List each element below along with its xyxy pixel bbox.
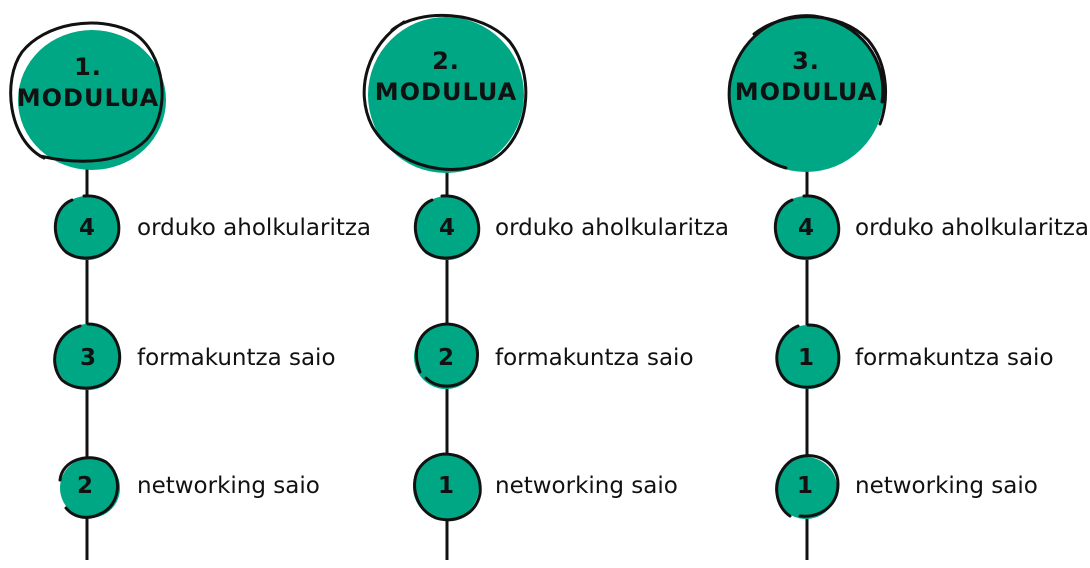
module-number: 1. (74, 53, 102, 81)
module-word: MODULUA (374, 78, 518, 106)
item-label: networking saio (855, 473, 1038, 499)
module-title: 1. MODULUA (0, 52, 178, 114)
module-title: 2. MODULUA (356, 46, 536, 108)
item-label: orduko aholkularitza (137, 215, 372, 241)
count-value: 1 (437, 473, 454, 499)
count-circle (415, 196, 479, 260)
count-circle (413, 454, 479, 520)
item-label: orduko aholkularitza (855, 215, 1090, 241)
timeline-art (727, 14, 888, 560)
module-circle (728, 16, 884, 172)
count-circle (55, 324, 121, 390)
item-label: networking saio (137, 473, 320, 499)
module-circle (18, 30, 166, 170)
module-column-2: 2. MODULUA 4 2 1 orduko aholkularitza fo… (360, 0, 729, 568)
count-circle (776, 325, 840, 389)
count-value: 4 (797, 215, 814, 241)
timeline-art (362, 13, 528, 560)
count-circle (60, 458, 120, 518)
item-label: networking saio (495, 473, 678, 499)
module-word: MODULUA (734, 78, 878, 106)
item-label: orduko aholkularitza (495, 215, 730, 241)
count-value: 1 (796, 473, 813, 499)
module-column-1: 1. MODULUA 4 3 2 orduko aholkularitza fo… (0, 0, 371, 568)
count-value: 2 (437, 345, 454, 371)
module-word: MODULUA (16, 84, 160, 112)
module-circle (368, 17, 524, 173)
module-title: 3. MODULUA (716, 46, 896, 108)
count-value: 4 (78, 215, 95, 241)
module-number: 3. (792, 47, 820, 75)
count-circle (55, 196, 119, 260)
count-circle (414, 325, 478, 389)
timeline-art (9, 21, 166, 560)
count-circle (774, 196, 838, 260)
count-value: 1 (797, 345, 814, 371)
item-label: formakuntza saio (495, 345, 694, 371)
count-value: 3 (79, 345, 96, 371)
count-value: 2 (76, 473, 93, 499)
count-value: 4 (438, 215, 455, 241)
count-circle (775, 457, 837, 519)
module-column-3: 3. MODULUA 4 1 1 orduko aholkularitza fo… (720, 0, 1089, 568)
item-label: formakuntza saio (137, 345, 336, 371)
module-number: 2. (432, 47, 460, 75)
item-label: formakuntza saio (855, 345, 1054, 371)
